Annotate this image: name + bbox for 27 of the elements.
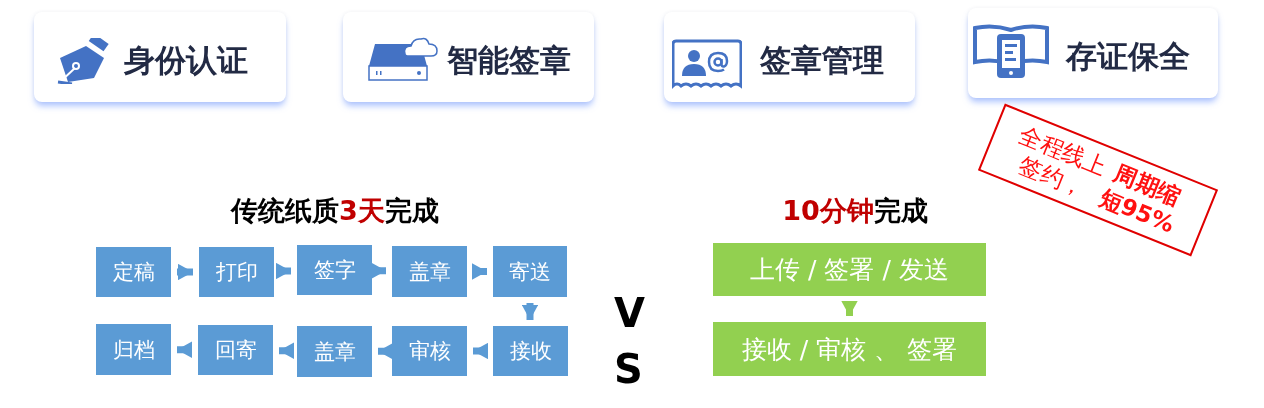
card-title: 智能签章	[447, 41, 571, 80]
process-box: 审核	[392, 326, 467, 376]
process-box: 回寄	[198, 325, 273, 375]
vs-letter: S	[614, 346, 643, 392]
process-box: 打印	[199, 247, 274, 297]
heading: 完成	[384, 194, 439, 228]
heading: 传统纸质	[231, 194, 340, 228]
process-box: 上传 / 签署 / 发送	[713, 243, 986, 296]
card-title: 签章管理	[760, 41, 884, 80]
feature-card	[664, 12, 915, 102]
process-box: 归档	[96, 324, 171, 375]
card-title: 存证保全	[1066, 37, 1190, 76]
process-box: 接收 / 审核 、 签署	[713, 322, 986, 376]
feature-card	[968, 8, 1218, 98]
process-box: 签字	[297, 245, 372, 295]
process-box: 寄送	[493, 246, 567, 297]
process-box: 盖章	[392, 246, 467, 297]
process-box: 定稿	[96, 247, 171, 297]
feature-card	[343, 12, 594, 102]
card-title: 身份认证	[124, 41, 248, 80]
heading: 完成	[873, 194, 928, 228]
heading: 3天	[339, 194, 385, 228]
process-box: 盖章	[297, 326, 372, 377]
vs-letter: V	[614, 290, 645, 336]
heading: 10分钟	[782, 194, 874, 228]
feature-card	[34, 12, 286, 102]
process-box: 接收	[493, 326, 568, 376]
